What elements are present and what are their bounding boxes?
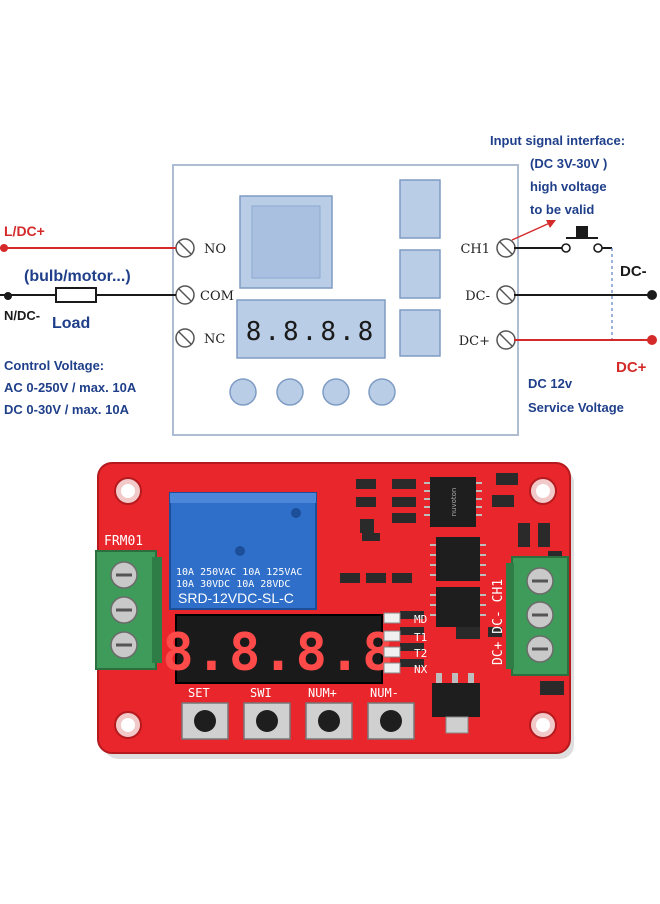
chip-marking: nuvoton [450,488,458,517]
input-signal-line4: to be valid [530,202,594,217]
diagram-display-text: 8.8.8.8 [246,317,377,347]
indicator-label-md: MD [414,613,427,626]
control-voltage-dc: DC 0-30V / max. 10A [4,402,130,417]
relay-model: SRD-12VDC-SL-C [178,590,294,606]
button-label-set: SET [188,686,210,700]
button-label-num-minus: NUM- [370,686,399,700]
right-dc-plus-label: DC+ [616,359,647,376]
input-signal-line3: high voltage [530,179,607,194]
terminal-label-dc-plus: DC+ [459,334,490,349]
input-signal-line2: (DC 3V-30V ) [530,156,607,171]
input-signal-line1: Input signal interface: [490,133,625,148]
terminal-label-no: NO [204,242,226,257]
terminal-label-nc: NC [204,332,225,347]
ic-chips: nuvoton [424,477,486,627]
load-caption: (bulb/motor...) [24,268,131,285]
left-terminal-block [95,550,162,670]
control-voltage-ac: AC 0-250V / max. 10A [4,380,137,395]
left-line-label: L/DC+ [4,223,45,239]
terminal-label-ch1: CH1 [460,242,490,257]
relay-component: 10A 250VAC 10A 125VAC 10A 30VDC 10A 28VD… [169,492,317,610]
chip-block-3 [399,309,441,357]
chip-block-1 [399,179,441,239]
relay-rating-1: 10A 250VAC 10A 125VAC [176,567,302,578]
wiring-diagram: 8.8.8.8 NO COM NC CH1 DC- DC+ L/DC+ (bul… [0,133,657,436]
button-label-num-plus: NUM+ [308,686,337,700]
control-voltage-heading: Control Voltage: [4,358,104,373]
voltage-regulator [432,673,480,734]
load-resistor [55,287,97,303]
diagram-display [236,299,386,359]
left-wiring [0,244,176,303]
indicator-label-t2: T2 [414,647,427,660]
board-led-display: 8.8.8.8 [162,614,395,684]
right-wiring [511,220,657,345]
right-terminal-screws [496,238,516,350]
diagram-buttons [229,378,396,406]
indicator-label-t1: T1 [414,631,427,644]
relay-rating-2: 10A 30VDC 10A 28VDC [176,579,290,590]
service-voltage-line2: Service Voltage [528,400,624,415]
neutral-label: N/DC- [4,308,40,323]
right-dc-minus-label: DC- [620,263,647,280]
mounting-holes [114,477,557,739]
left-terminal-screws [175,238,195,348]
chip-block-2 [399,249,441,299]
service-voltage-line1: DC 12v [528,376,573,391]
indicator-label-nx: NX [414,663,428,676]
board-model-label: FRM01 [104,534,143,549]
right-terminal-label: DC+ DC- CH1 [491,579,506,665]
smd-components [340,473,564,695]
button-label-swi: SWI [250,686,272,700]
relay-symbol [239,195,333,289]
indicator-leds [383,612,401,674]
board-buttons [181,702,415,740]
board-display-text: 8.8.8.8 [162,623,395,683]
terminal-label-dc-minus: DC- [465,289,490,304]
load-label: Load [52,315,90,332]
terminal-label-com: COM [200,289,234,304]
right-terminal-block [506,556,569,676]
relay-board: FRM01 10A 250VAC 10A 125VAC 10A 30VDC 10… [95,462,574,759]
